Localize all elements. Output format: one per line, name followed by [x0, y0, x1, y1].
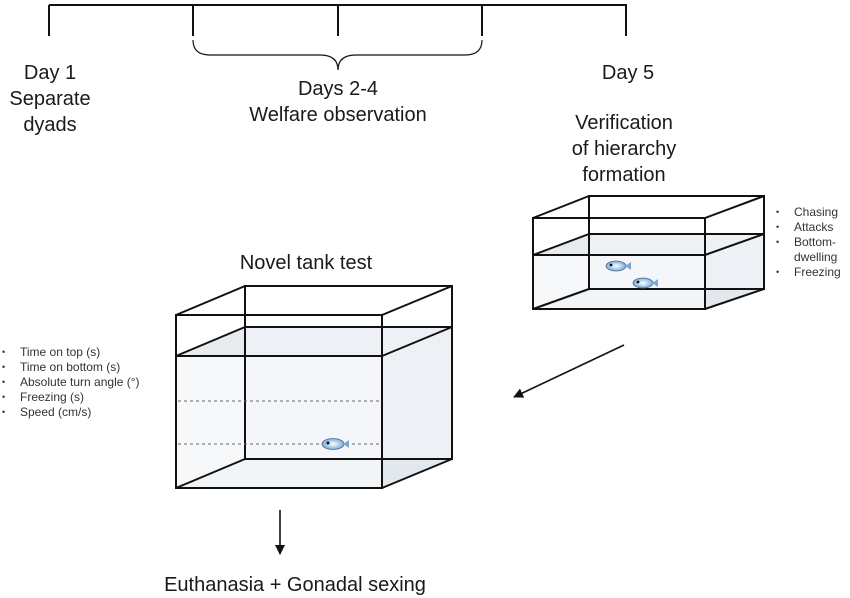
novel-tank-measures-list: Time on top (s) Time on bottom (s) Absol…	[0, 345, 160, 420]
zebrafish-icon	[632, 277, 658, 289]
novel-tank-title: Novel tank test	[239, 252, 373, 274]
timeline	[48, 4, 627, 36]
hierarchy-tank	[532, 195, 765, 310]
list-item: Freezing (s)	[0, 390, 160, 405]
list-item: Time on bottom (s)	[0, 360, 160, 375]
novel-tank-water-front	[176, 356, 382, 488]
list-item: Speed (cm/s)	[0, 405, 160, 420]
hierarchy-measures-list: Chasing Attacks Bottom-dwelling Freezing	[774, 205, 850, 280]
list-item: Freezing	[774, 265, 850, 280]
list-item: Attacks	[774, 220, 850, 235]
day1-label: Day 1 Separate dyads	[9, 62, 91, 136]
list-item: Absolute turn angle (°)	[0, 375, 160, 390]
zebrafish-icon	[605, 260, 631, 272]
days-2-4-brace	[192, 39, 483, 71]
arrow-icon	[513, 344, 625, 398]
day5-label: Day 5	[601, 62, 655, 84]
novel-tank	[175, 285, 453, 489]
verification-title: Verification of hierarchy formation	[571, 112, 677, 186]
list-item: Time on top (s)	[0, 345, 160, 360]
zebrafish-icon	[321, 438, 349, 450]
days-2-4-label: Days 2-4 Welfare observation	[249, 78, 427, 126]
list-item: Bottom-dwelling	[774, 235, 850, 265]
outcome-label: Euthanasia + Gonadal sexing	[164, 574, 426, 596]
list-item: Chasing	[774, 205, 850, 220]
